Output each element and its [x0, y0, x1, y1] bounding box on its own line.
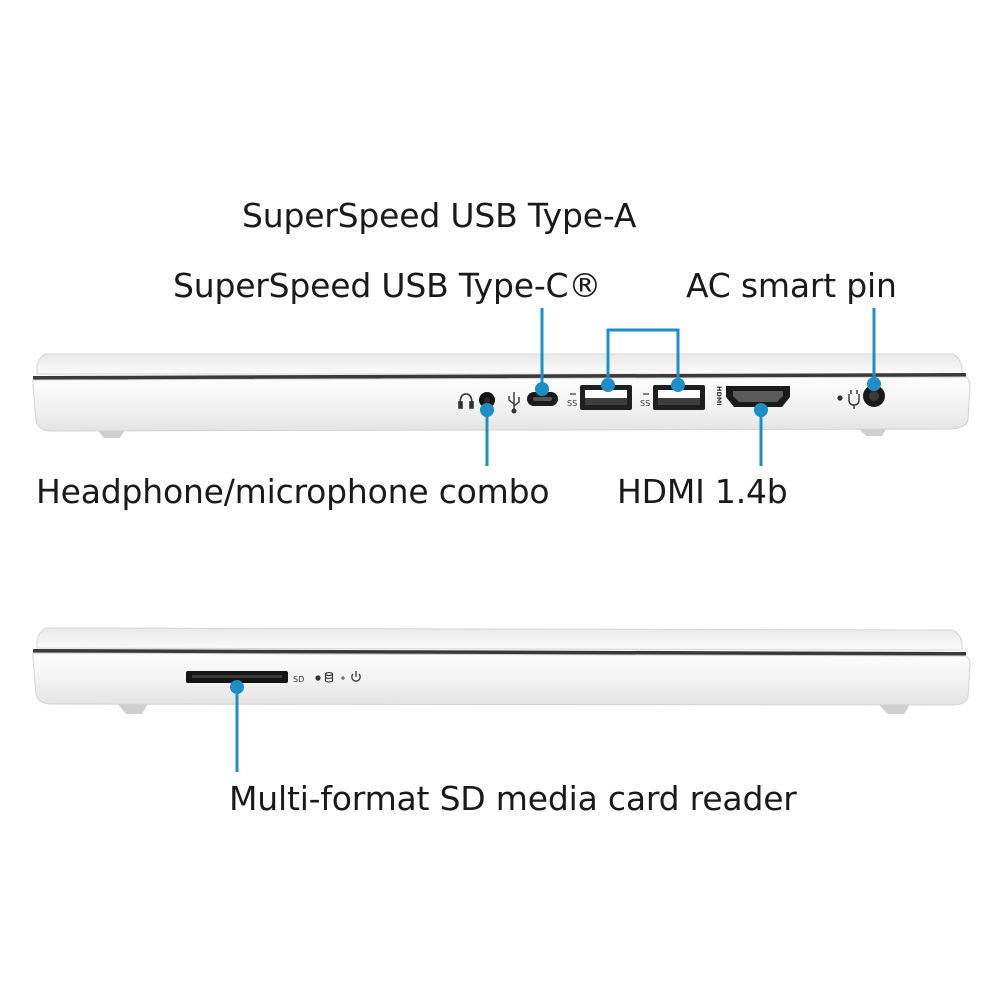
lid-seam	[32, 373, 967, 380]
dot-usb-c	[535, 382, 549, 396]
dot-ac-pin	[867, 377, 881, 391]
ss-mark-left: SS	[567, 399, 577, 408]
label-sd-card-reader: Multi-format SD media card reader	[229, 779, 797, 818]
power-icon	[351, 671, 361, 682]
laptop-lid	[36, 627, 963, 651]
label-usb-type-a: SuperSpeed USB Type-A	[242, 196, 637, 235]
dot-usb-a-2	[671, 378, 685, 392]
dot-sd-reader	[230, 680, 244, 694]
callout-leaders-top	[485, 308, 876, 466]
label-ac-smart-pin: AC smart pin	[686, 266, 897, 305]
callout-dots-top	[480, 377, 881, 417]
label-usb-type-c: SuperSpeed USB Type-C®	[173, 266, 602, 305]
power-led	[341, 676, 345, 680]
label-headphone-combo: Headphone/microphone combo	[36, 472, 550, 511]
sd-mark: SD	[293, 675, 304, 684]
storage-led	[315, 675, 321, 681]
charge-led	[837, 395, 843, 401]
dot-hdmi	[754, 403, 768, 417]
usb-icon	[508, 392, 520, 414]
label-hdmi: HDMI 1.4b	[617, 472, 788, 511]
hdmi-logo-icon: HDMI	[715, 386, 723, 406]
laptop-left-side: SD	[32, 627, 971, 714]
callout-leaders-bottom	[230, 680, 244, 772]
storage-activity-icon	[324, 671, 334, 683]
laptop-base	[32, 652, 971, 706]
lid-seam	[32, 649, 967, 656]
leader-usb-a-bracket	[606, 328, 680, 378]
laptop-base	[32, 376, 971, 432]
laptop-foot-right	[878, 704, 910, 714]
laptop-lid	[36, 353, 963, 375]
laptop-right-side: SS SS HDMI	[32, 353, 971, 438]
dot-usb-a-1	[601, 378, 615, 392]
laptop-foot-left	[118, 704, 148, 714]
superspeed-icon: SS	[567, 393, 577, 408]
power-plug-icon	[848, 390, 860, 409]
ss-mark-right: SS	[640, 399, 650, 408]
superspeed-icon: SS	[640, 393, 650, 408]
dot-headphone	[480, 403, 494, 417]
headphone-icon	[458, 393, 474, 409]
